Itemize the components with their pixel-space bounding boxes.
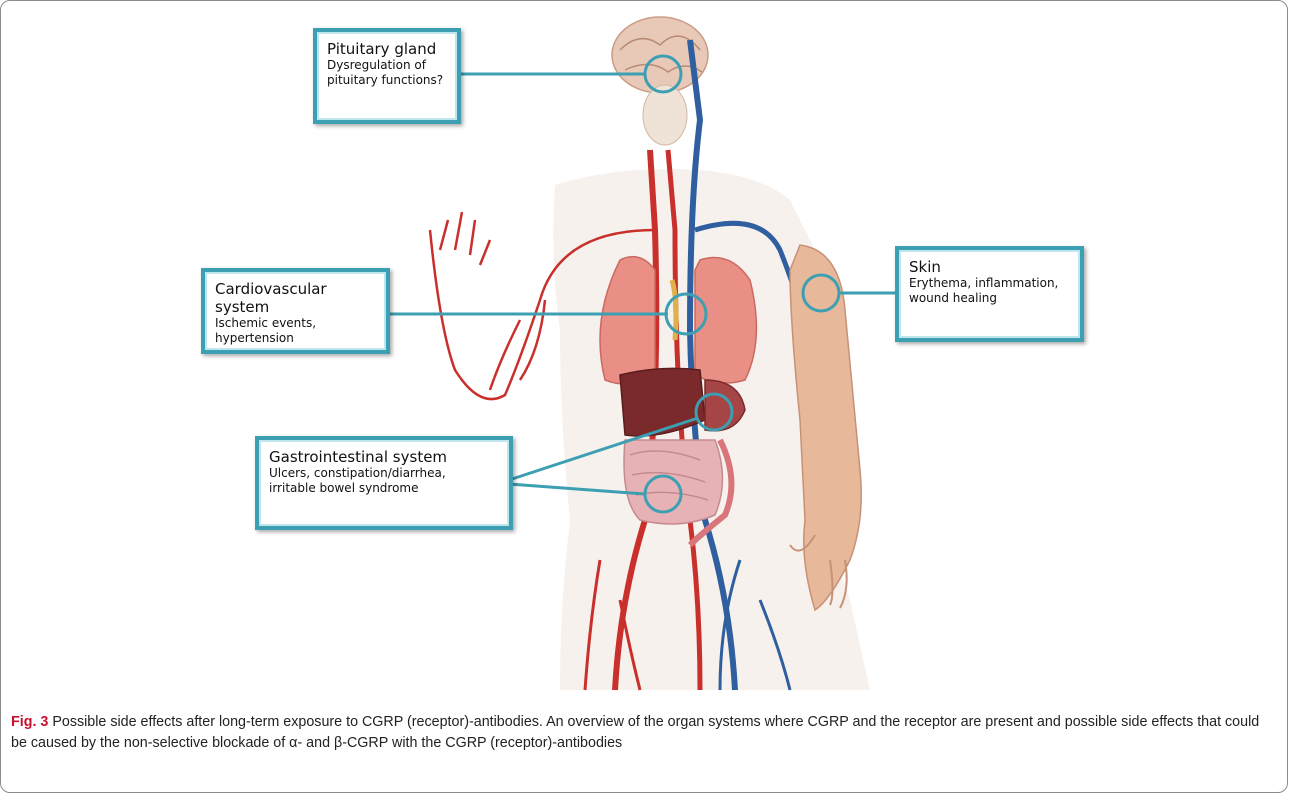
figure-label: Fig. 3 <box>11 714 48 730</box>
callout-description: Dysregulation of pituitary functions? <box>327 58 447 88</box>
callout-description: Erythema, inflammation, wound healing <box>909 276 1070 306</box>
callout-cardiovascular: Cardiovascular system Ischemic events, h… <box>201 268 390 354</box>
callout-pituitary: Pituitary gland Dysregulation of pituita… <box>313 28 461 124</box>
callout-title: Skin <box>909 258 1070 276</box>
callout-title: Gastrointestinal system <box>269 448 499 466</box>
caption-text: Possible side effects after long-term ex… <box>11 714 1259 751</box>
callout-title: Cardiovascular system <box>215 280 376 316</box>
callout-title: Pituitary gland <box>327 40 447 58</box>
callout-gastrointestinal: Gastrointestinal system Ulcers, constipa… <box>255 436 513 530</box>
callout-description: Ulcers, constipation/diarrhea, irritable… <box>269 466 499 496</box>
callout-description: Ischemic events, hypertension <box>215 316 376 346</box>
figure-caption: Fig. 3 Possible side effects after long-… <box>11 712 1277 754</box>
callout-skin: Skin Erythema, inflammation, wound heali… <box>895 246 1084 342</box>
anatomy-illustration <box>0 0 1290 700</box>
